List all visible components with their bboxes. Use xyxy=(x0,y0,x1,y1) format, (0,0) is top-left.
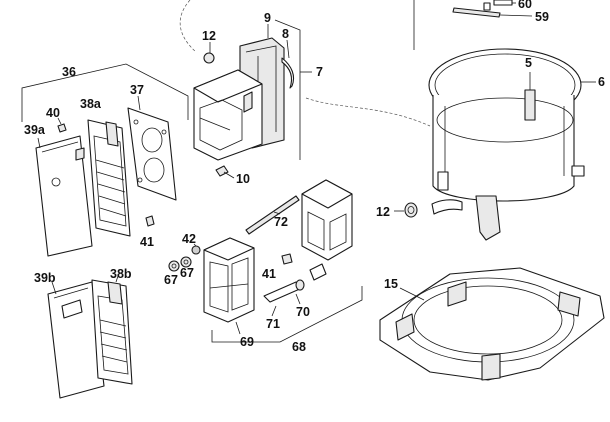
callout-67-left: 67 xyxy=(164,273,178,287)
screw-40 xyxy=(57,117,67,133)
connector-box-68 xyxy=(301,179,353,261)
screw-41-right xyxy=(281,253,293,265)
callout-10: 10 xyxy=(236,172,250,186)
front-cover-39a xyxy=(35,135,93,257)
callout-40: 40 xyxy=(46,106,60,120)
callout-5: 5 xyxy=(525,56,532,70)
callout-60: 60 xyxy=(518,0,532,11)
callout-72: 72 xyxy=(274,215,288,229)
callout-38a: 38a xyxy=(80,97,102,111)
callout-70: 70 xyxy=(296,305,310,319)
callout-38b: 38b xyxy=(110,267,132,281)
callout-71: 71 xyxy=(266,317,280,331)
screw-41-left xyxy=(145,215,155,227)
callout-42: 42 xyxy=(182,232,196,246)
group-68-bracket xyxy=(211,286,363,343)
sleeve-70 xyxy=(263,263,327,305)
sensor-60 xyxy=(493,0,516,6)
rear-cover-39b xyxy=(47,281,105,399)
nut-67-right xyxy=(180,256,192,268)
clip-spring-8 xyxy=(281,39,295,89)
group-36-bracket xyxy=(21,63,189,122)
callout-41-left: 41 xyxy=(140,235,154,249)
control-housing-7 xyxy=(193,69,263,161)
rod-72 xyxy=(245,195,300,235)
washer-42 xyxy=(191,243,201,255)
wiring-path xyxy=(305,97,431,127)
nut-67-left xyxy=(168,260,180,272)
callout-69: 69 xyxy=(240,335,254,349)
callout-36: 36 xyxy=(62,65,76,79)
pin-71 xyxy=(271,305,277,317)
mounting-plate-37 xyxy=(127,95,177,201)
group-6-bracket xyxy=(413,0,596,83)
base-ring-15 xyxy=(379,267,605,381)
callout-15: 15 xyxy=(384,277,398,291)
fitting-12-tank xyxy=(394,202,418,218)
callout-67-right: 67 xyxy=(180,266,194,280)
callout-68: 68 xyxy=(292,340,306,354)
callout-8: 8 xyxy=(282,27,289,41)
callout-39a: 39a xyxy=(24,123,46,137)
callout-6: 6 xyxy=(598,75,605,89)
callout-59: 59 xyxy=(535,10,549,24)
callout-9: 9 xyxy=(264,11,271,25)
callout-12-tank: 12 xyxy=(376,205,390,219)
callout-37: 37 xyxy=(130,83,144,97)
cover-frame-38a xyxy=(87,119,131,237)
hidden-outline xyxy=(179,0,197,53)
screw-10 xyxy=(215,165,235,179)
callout-7: 7 xyxy=(316,65,323,79)
box-frame-69 xyxy=(203,237,255,335)
group-7-bracket xyxy=(274,19,312,160)
callout-39b: 39b xyxy=(34,271,56,285)
cover-frame-38b xyxy=(91,275,133,385)
screw-12-top xyxy=(203,42,215,64)
tank-6 xyxy=(428,48,585,241)
callout-41-right: 41 xyxy=(262,267,276,281)
callout-12-top: 12 xyxy=(202,29,216,43)
inlet-pipe-59 xyxy=(452,2,533,18)
